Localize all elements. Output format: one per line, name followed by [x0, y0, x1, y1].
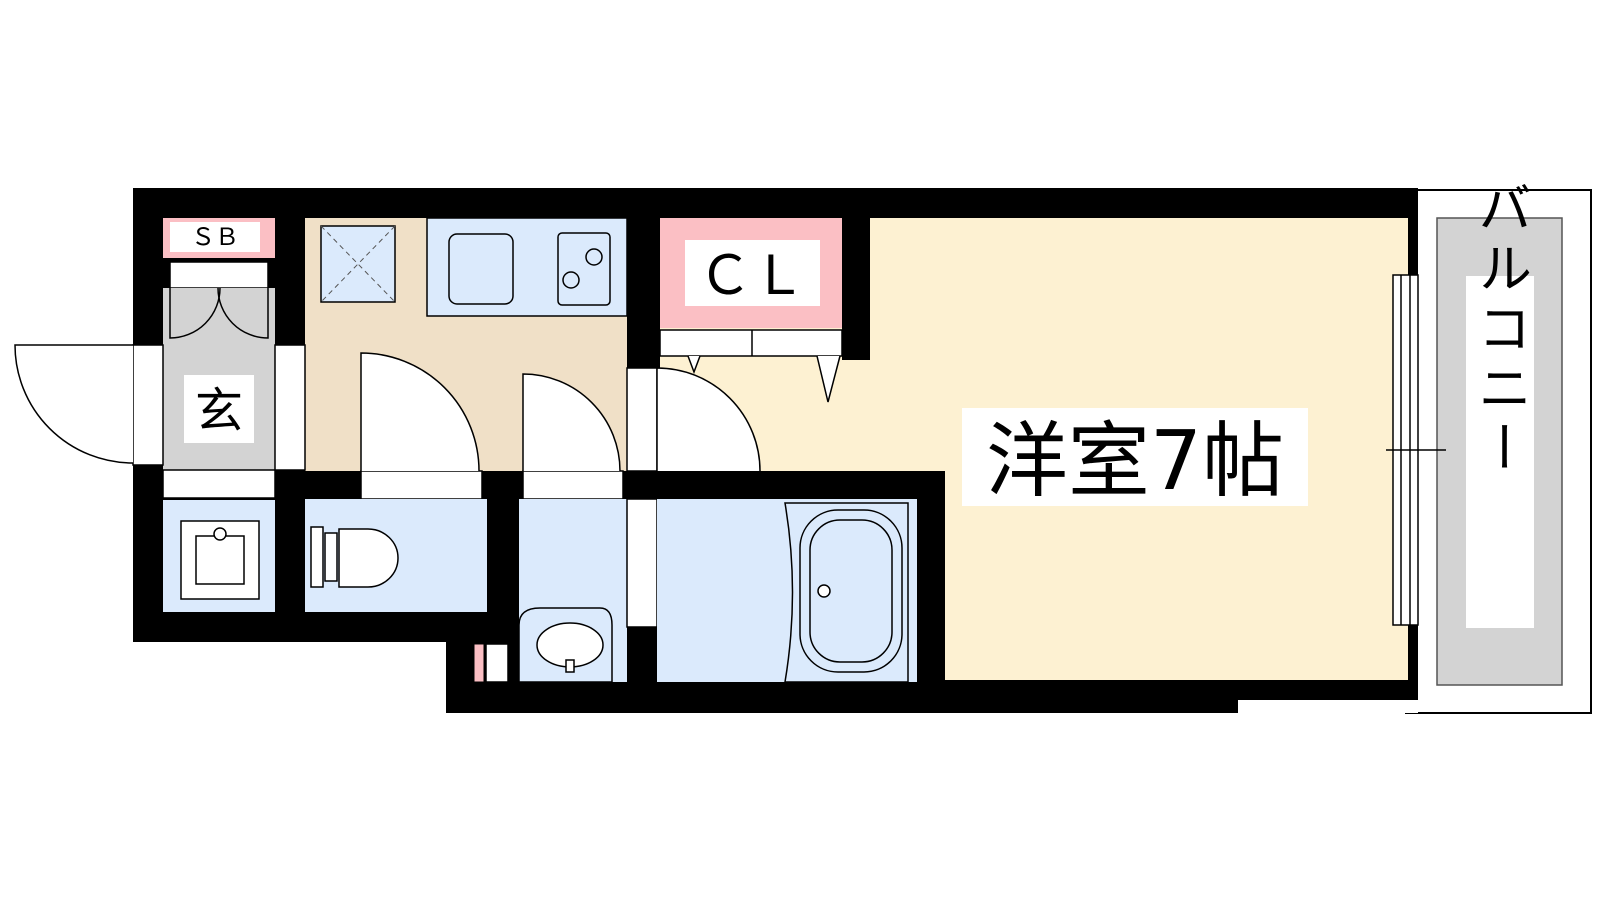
room-labels: ＳＢ 玄 ＣＬ 洋室7帖 バルコニー	[170, 180, 1534, 628]
washroom	[473, 499, 627, 683]
entrance-label-bg	[184, 375, 254, 443]
wall-bottom-right-gap	[1238, 700, 1418, 713]
wall-vertical-a	[627, 218, 657, 368]
closet-label-bg	[685, 240, 820, 306]
burner-1	[585, 248, 603, 266]
small-shelf-white	[485, 643, 509, 683]
front-door-swing	[14, 344, 134, 464]
shoe-box-label-bg	[170, 222, 260, 252]
wash-door-opening	[522, 470, 624, 500]
stove	[557, 232, 611, 306]
western-room-label: 洋室7帖	[986, 414, 1284, 509]
bathroom	[626, 498, 917, 683]
shoe-box-shelf	[169, 261, 269, 289]
toilet-door-swing	[360, 352, 480, 472]
entrance-label: 玄	[195, 383, 243, 439]
room-door-swing	[656, 367, 761, 472]
bath-drain	[817, 584, 831, 598]
balcony-label: バルコニー	[1469, 180, 1532, 480]
toilet-door-opening	[360, 470, 483, 500]
interior-doors	[360, 352, 761, 500]
entrance-wall-gap-left	[132, 344, 164, 466]
burner-2	[562, 271, 580, 289]
wall-vertical-right	[917, 471, 945, 691]
entrance-wall-gap-right	[274, 344, 306, 471]
bathtub-inner	[809, 519, 893, 663]
wash-faucet	[565, 659, 575, 673]
kitchen-sink	[448, 233, 514, 305]
balcony-label-bg	[1466, 276, 1534, 628]
closet-door-arrow-1	[687, 355, 701, 375]
entrance-step	[162, 469, 276, 499]
shoe-box-label: ＳＢ	[191, 223, 239, 251]
washing-machine-space	[163, 500, 275, 612]
closet-black-wall	[842, 218, 870, 360]
western-room-label-bg	[962, 408, 1308, 506]
closet-label: ＣＬ	[698, 244, 806, 307]
small-shelf-pink	[473, 643, 485, 683]
room-door-opening	[626, 367, 658, 472]
wash-door-swing	[522, 373, 621, 472]
washer-pan-inner	[195, 535, 245, 585]
closet-doors	[659, 329, 843, 357]
washer-drain	[213, 527, 227, 541]
toilet-tank	[310, 526, 324, 588]
notch-cut	[120, 642, 446, 722]
shoe-box-door-right	[217, 287, 269, 339]
toilet-tank-lid	[324, 532, 338, 582]
fridge-space	[320, 225, 396, 303]
bath-door-opening	[626, 498, 658, 628]
toilet-bowl	[338, 528, 399, 588]
closet-door-arrow-2	[816, 355, 841, 403]
entrance-area	[14, 218, 306, 499]
kitchen	[320, 217, 628, 317]
toilet-room	[305, 499, 487, 612]
balcony-window	[1238, 274, 1446, 713]
